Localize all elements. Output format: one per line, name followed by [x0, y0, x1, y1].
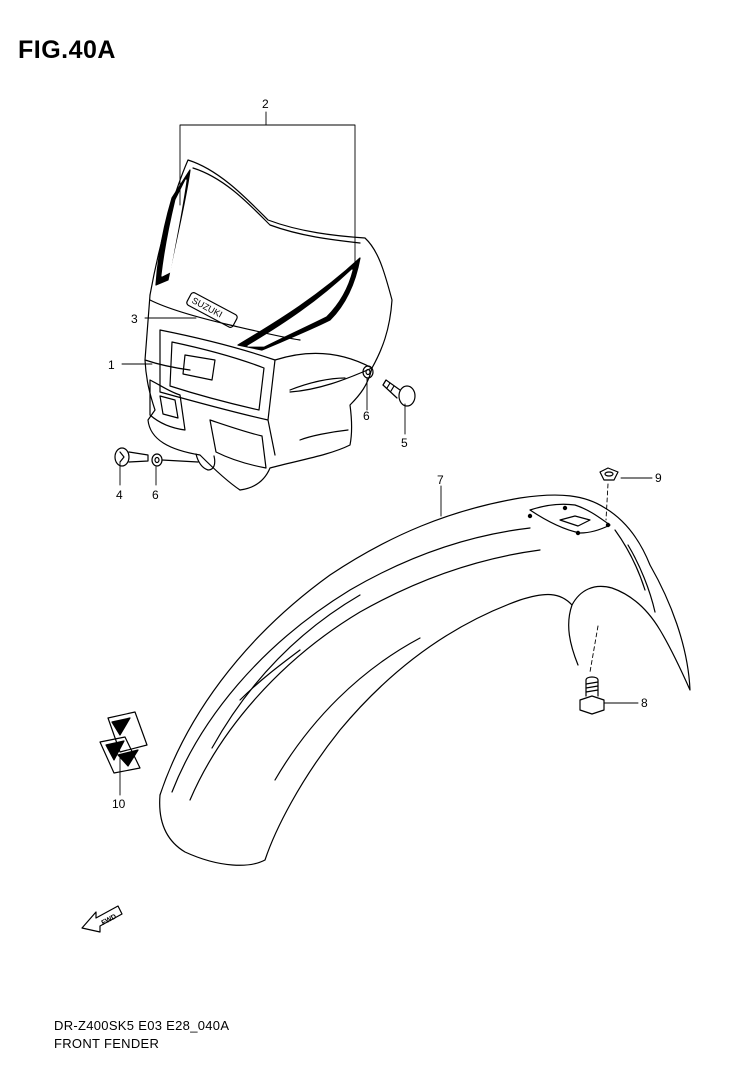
callout-3: 3	[131, 312, 138, 326]
nut-9-drawing	[599, 467, 619, 481]
figure-caption: FRONT FENDER	[54, 1036, 160, 1051]
grommet-6-right-drawing	[362, 365, 374, 379]
bolt-5-drawing	[382, 379, 416, 407]
grommet-6-left-drawing	[151, 453, 199, 467]
callout-6-right: 6	[363, 409, 370, 423]
callout-9: 9	[655, 471, 662, 485]
headlight-cover-drawing	[144, 159, 393, 491]
front-fender-drawing	[159, 494, 691, 866]
callout-labels: 2 3 1 6 5 4 6 7 9 8 10 SUZUKI FWD	[100, 97, 662, 927]
bolt-4-drawing	[114, 447, 149, 467]
callout-5: 5	[401, 436, 408, 450]
callout-10: 10	[112, 797, 126, 811]
fwd-arrow-icon	[81, 905, 123, 933]
emblem-sticker-10-drawing	[99, 711, 148, 774]
callout-6-left: 6	[152, 488, 159, 502]
callout-2: 2	[262, 97, 269, 111]
callout-8: 8	[641, 696, 648, 710]
model-code: DR-Z400SK5 E03 E28_040A	[54, 1018, 230, 1033]
callout-4: 4	[116, 488, 123, 502]
callout-7: 7	[437, 473, 444, 487]
figure-title: FIG.40A	[18, 36, 116, 64]
callout-1: 1	[108, 358, 115, 372]
bolt-8-drawing	[579, 676, 605, 715]
leader-lines	[119, 111, 653, 796]
